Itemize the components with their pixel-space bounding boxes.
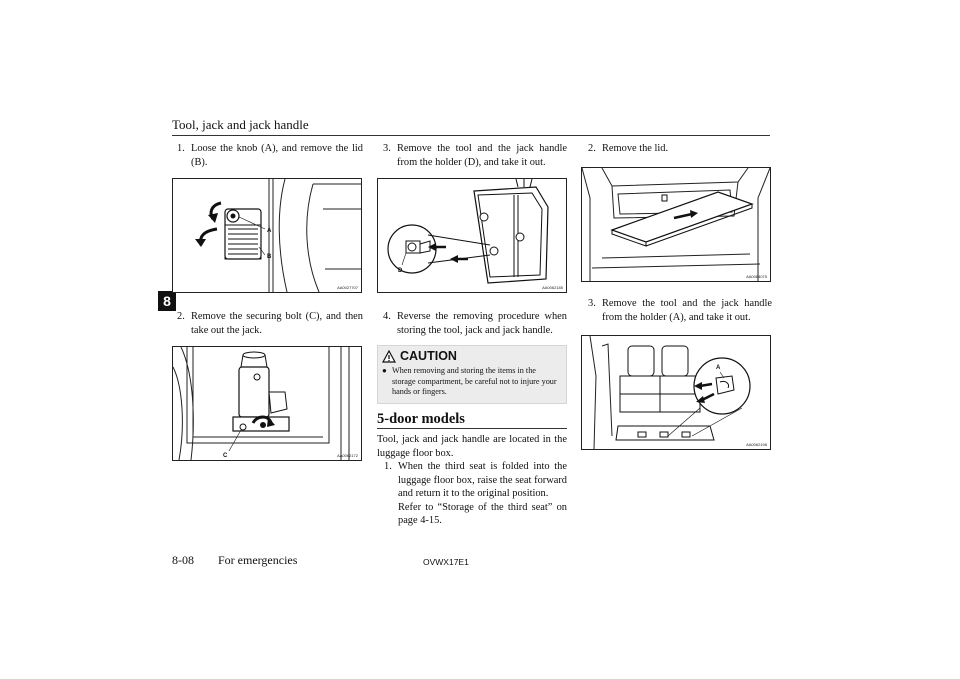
label-d: D [398,268,403,274]
figure-knob-and-lid: A B AA0027707 [172,178,362,293]
section-rule [377,428,567,429]
page-number: 8-08 [172,553,194,567]
knob-lid-illustration: A B [195,179,361,292]
holder-illustration: A [589,336,751,449]
caution-text: When removing and storing the items in t… [392,366,557,397]
section-heading: 5-door models [377,411,465,427]
step-text: Remove the securing bolt (C), and then t… [191,311,363,336]
step-text: Loose the knob (A), and remove the lid (… [191,143,363,168]
label-a: A [267,228,272,234]
figure-code: AA0084075 [746,274,767,279]
figure-jack: C AA0062172 [172,346,362,461]
caution-title: CAUTION [400,349,457,363]
step-number: 1. [384,461,392,472]
page-reference: Refer to “Storage of the third seat” on … [398,501,567,527]
footer-section: For emergencies [218,553,298,567]
figure-remove-lid: AA0084075 [581,167,771,282]
step-text: Remove the lid. [602,143,669,154]
caution-heading: CAUTION [382,349,566,363]
caution-box: CAUTION ● When removing and storing the … [377,345,567,404]
jack-illustration: C [173,347,350,460]
step-instruction: When the third seat is folded into the l… [398,461,567,500]
header-rule [172,135,770,136]
bullet-icon: ● [382,366,387,375]
caution-item: ● When removing and storing the items in… [382,366,560,398]
right-step-2: 2. Remove the lid. [588,142,772,156]
step-text: Reverse the removing procedure when stor… [397,311,567,336]
figure-right-holder: A AA0062198 [581,335,771,450]
step-number: 2. [588,143,596,154]
chapter-tab: 8 [158,291,176,311]
step-text: Remove the tool and the jack handle from… [602,298,772,323]
step-text: Remove the tool and the jack handle from… [397,143,567,168]
step-number: 4. [383,311,391,322]
figure-code: AA0062198 [746,442,767,447]
section-step-1: 1. When the third seat is folded into th… [384,460,567,528]
figure-code: AA0062172 [337,453,358,458]
running-title: Tool, jack and jack handle [172,117,309,132]
figure-code: AA0062185 [542,285,563,290]
figure-tool-holder: D AA0062185 [377,178,567,293]
step-2: 2. Remove the securing bolt (C), and the… [177,310,363,337]
figure-code: AA0027707 [337,285,358,290]
label-b: B [267,254,272,260]
tool-holder-illustration: D [387,179,549,284]
label-a: A [716,365,721,371]
label-c: C [223,453,228,459]
luggage-lid-illustration [582,168,770,281]
section-intro: Tool, jack and jack handle are located i… [377,434,567,459]
warning-icon [382,349,396,363]
right-step-3: 3. Remove the tool and the jack handle f… [588,297,772,324]
step-number: 1. [177,143,185,154]
step-4: 4. Reverse the removing procedure when s… [383,310,567,337]
step-text: When the third seat is folded into the l… [398,460,567,528]
step-number: 2. [177,311,185,322]
step-1: 1. Loose the knob (A), and remove the li… [177,142,363,169]
step-3: 3. Remove the tool and the jack handle f… [383,142,567,169]
document-code: OVWX17E1 [423,557,469,567]
step-number: 3. [588,298,596,309]
step-number: 3. [383,143,391,154]
